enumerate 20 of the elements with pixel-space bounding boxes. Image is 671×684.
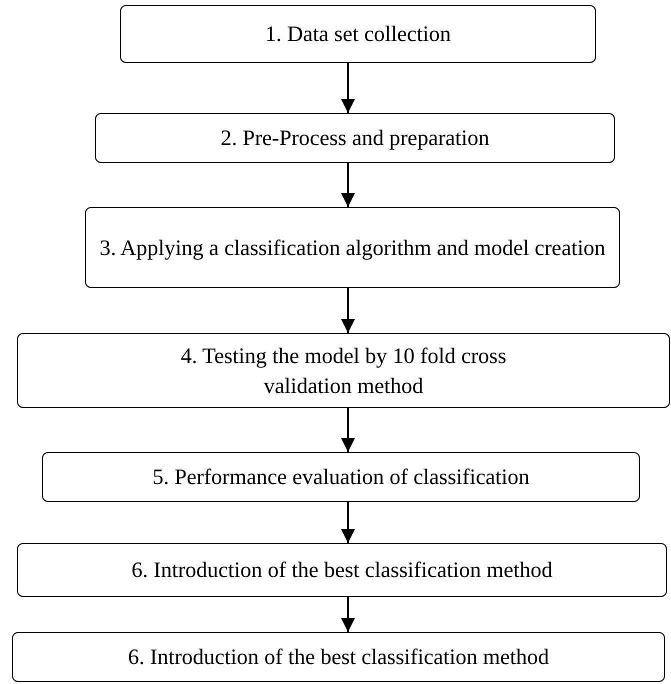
step-text: 1. Data set collection: [265, 20, 451, 48]
arrow: [341, 408, 355, 452]
step-text: 5. Performance evaluation of classification: [152, 463, 530, 491]
step-text: 6. Introduction of the best classification method: [132, 556, 552, 584]
process-box: [17, 333, 670, 408]
arrow: [341, 163, 355, 207]
arrow: [341, 288, 355, 333]
step-text: 3. Applying a classification algorithm and model creation: [100, 234, 606, 262]
process-box: [120, 5, 596, 63]
step-text: 4. Testing the model by 10 fold cross validation method: [180, 342, 508, 400]
process-box: [12, 632, 665, 682]
arrow: [341, 502, 355, 543]
process-box: [42, 452, 640, 502]
arrow: [341, 63, 355, 113]
step-text: 2. Pre-Process and preparation: [220, 124, 490, 152]
arrow: [341, 597, 355, 632]
step-text: 6. Introduction of the best classification method: [128, 643, 549, 671]
process-box: [95, 113, 615, 163]
process-box: [85, 207, 620, 288]
process-box: [17, 543, 667, 597]
